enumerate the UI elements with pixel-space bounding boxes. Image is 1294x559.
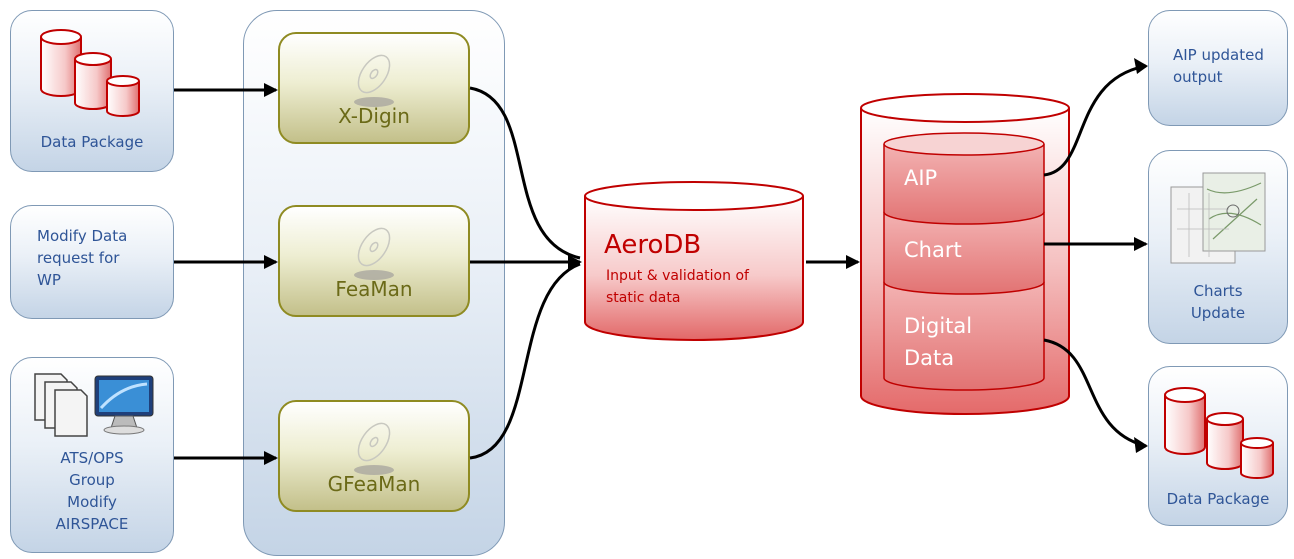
disc-icon <box>354 422 394 475</box>
aip-output-line-2: output <box>1173 68 1223 86</box>
tool-gfeaman-label: GFeaMan <box>327 472 421 496</box>
layer-aip-label: AIP <box>904 166 938 190</box>
arrowhead-data <box>1134 437 1148 453</box>
modify-request-line-1: Modify Data <box>37 227 128 245</box>
layer-digital-label: Digital <box>904 314 973 338</box>
aerodb-subtitle-1: Input & validation of <box>606 268 749 284</box>
documents-computer-icon <box>34 373 154 437</box>
aip-output-box: AIP updated output <box>1148 10 1288 126</box>
output-database <box>860 93 1070 415</box>
modify-request-line-2: request for <box>37 249 120 267</box>
tool-feaman: FeaMan <box>278 205 470 317</box>
aerodb-subtitle-2: static data <box>606 290 681 306</box>
ats-ops-input-box: ATS/OPS Group Modify AIRSPACE <box>10 357 174 553</box>
modify-request-line-3: WP <box>37 271 61 289</box>
charts-update-line-2: Update <box>1190 304 1246 322</box>
curve-x-digin <box>469 86 581 260</box>
layer-chart-label: Chart <box>904 238 962 262</box>
layer-data-label: Data <box>904 346 955 370</box>
ats-ops-line-2: Group <box>69 471 115 489</box>
data-package-output-label: Data Package <box>1166 490 1270 508</box>
chart-map-icon <box>1170 172 1266 264</box>
ats-ops-line-3: Modify <box>67 493 117 511</box>
curve-data-out <box>1043 338 1147 448</box>
aip-output-line-1: AIP updated <box>1173 46 1264 64</box>
charts-update-box: Charts Update <box>1148 150 1288 344</box>
database-stack-icon <box>40 29 140 117</box>
data-package-input-box: Data Package <box>10 10 174 172</box>
data-package-label: Data Package <box>40 133 144 151</box>
aerodb-cylinder <box>584 181 804 341</box>
ats-ops-line-1: ATS/OPS <box>60 449 124 467</box>
disc-icon <box>354 54 394 107</box>
arrowhead-aip <box>1134 58 1148 74</box>
disc-icon <box>354 227 394 280</box>
curve-gfeaman <box>469 262 581 460</box>
tool-gfeaman: GFeaMan <box>278 400 470 512</box>
data-package-output-box: Data Package <box>1148 366 1288 526</box>
charts-update-line-1: Charts <box>1193 282 1243 300</box>
modify-request-input-box: Modify Data request for WP <box>10 205 174 319</box>
tool-x-digin-label: X-Digin <box>338 104 410 128</box>
aerodb-title: AeroDB <box>604 230 702 260</box>
ats-ops-line-4: AIRSPACE <box>55 515 129 533</box>
database-stack-icon <box>1164 387 1274 479</box>
tool-x-digin: X-Digin <box>278 32 470 144</box>
tool-feaman-label: FeaMan <box>335 277 413 301</box>
curve-aip-out <box>1043 64 1147 177</box>
